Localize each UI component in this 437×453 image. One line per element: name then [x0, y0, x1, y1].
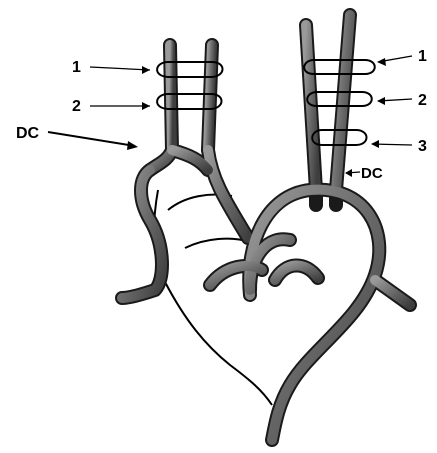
label-left-dc: DC	[16, 125, 40, 142]
label-right-2: 2	[418, 92, 427, 109]
label-right-dc: DC	[361, 165, 383, 182]
left-dc-loop-vessel	[122, 170, 162, 298]
inner-arch-right	[275, 265, 318, 280]
arrow-left-1	[90, 67, 150, 70]
vessels-outline	[122, 15, 410, 440]
label-right-1: 1	[418, 48, 427, 65]
left-subclavian-vessel	[208, 45, 212, 150]
left-crossing-line-upper	[185, 239, 250, 248]
heart-left-contour	[165, 282, 272, 405]
right-subclavian-vessel	[336, 15, 350, 190]
label-left-2: 2	[72, 98, 81, 115]
label-right-3: 3	[418, 138, 427, 155]
descending-branch-vessel	[375, 280, 410, 305]
left-carotid-vessel	[170, 45, 172, 150]
arrow-left-dc	[48, 132, 135, 146]
label-left-1: 1	[72, 59, 81, 76]
